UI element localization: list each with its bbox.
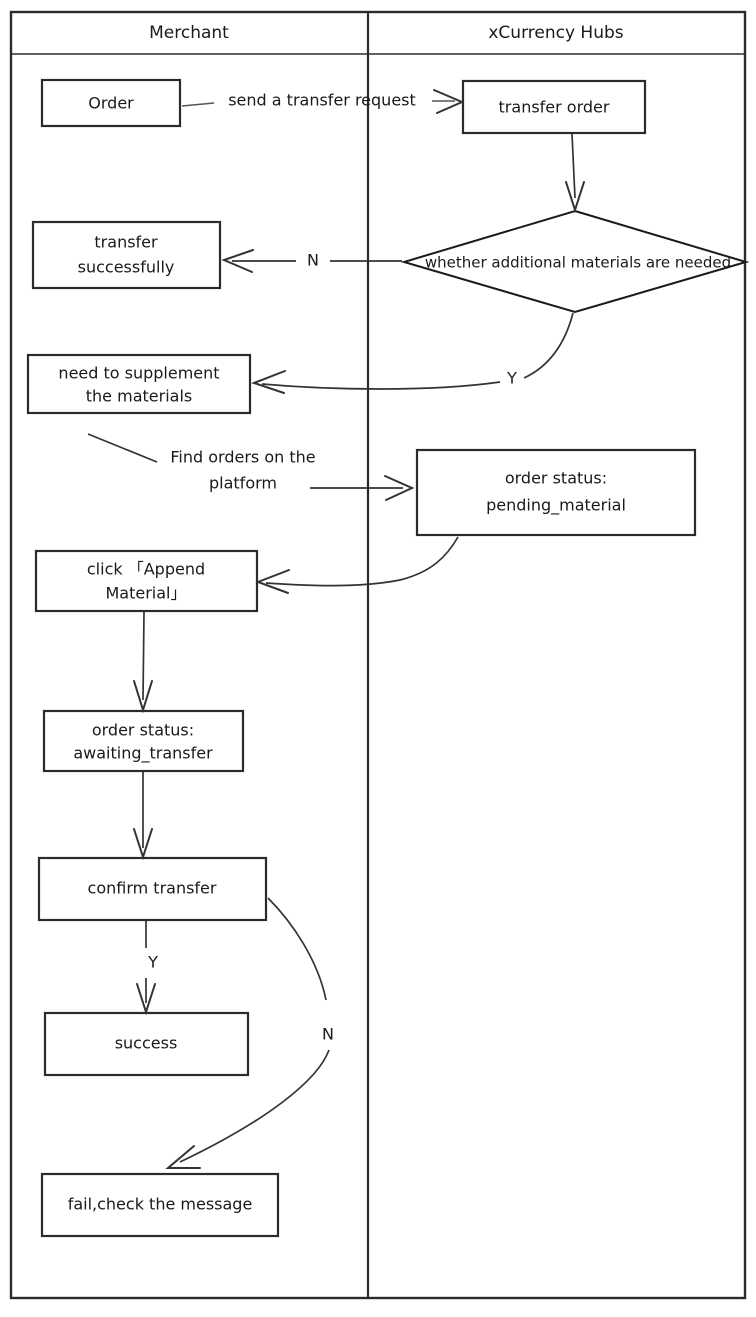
lane-title-xcurrency: xCurrency Hubs [488, 23, 623, 43]
node-transfer-order[interactable] [461, 79, 647, 135]
node-decision-materials[interactable] [400, 209, 750, 314]
edge-decision-to-need-supplement [251, 312, 574, 394]
node-order-label: Order [88, 94, 134, 113]
node-transfer-successfully[interactable] [31, 220, 222, 290]
edge-decision-to-transfer-successfully [221, 249, 402, 273]
node-fail-check-message-label: fail,check the message [68, 1195, 253, 1214]
edge-pending-to-click-append [255, 536, 459, 594]
node-need-supplement[interactable] [26, 353, 252, 415]
node-order[interactable] [40, 78, 182, 128]
edge-confirm-to-fail [165, 897, 330, 1169]
edge-label-n-confirm: N [322, 1025, 334, 1044]
diagram-frame [9, 10, 747, 1300]
node-order-status-awaiting-label-1: order status: [92, 721, 194, 740]
lane-title-merchant: Merchant [149, 23, 229, 43]
node-success[interactable] [43, 1011, 250, 1077]
edge-label-find-orders-2: platform [209, 474, 277, 493]
edge-label-send-transfer-request: send a transfer request [228, 91, 416, 110]
node-click-append-material[interactable] [34, 549, 259, 613]
edge-label-n-decision: N [307, 251, 319, 270]
node-transfer-successfully-label-1: transfer [94, 233, 158, 252]
node-order-status-awaiting-label-2: awaiting_transfer [73, 744, 213, 764]
node-decision-materials-label: whether additional materials are needed [425, 254, 731, 272]
edge-label-y-decision: Y [506, 369, 517, 388]
node-need-supplement-label-1: need to supplement [58, 364, 219, 383]
node-transfer-successfully-label-2: successfully [78, 258, 175, 277]
node-click-append-material-label-2: Material」 [105, 584, 186, 603]
edge-confirm-to-success [136, 921, 156, 1016]
node-order-status-pending-label-2: pending_material [486, 496, 626, 516]
edge-transfer-order-to-decision [565, 133, 585, 214]
edge-label-y-confirm: Y [147, 953, 158, 972]
node-confirm-transfer-label: confirm transfer [88, 879, 217, 898]
edge-need-supplement-to-pending [87, 433, 415, 501]
node-need-supplement-label-2: the materials [86, 387, 192, 406]
edge-order-to-transfer-order [181, 89, 465, 114]
edge-awaiting-to-confirm [133, 772, 153, 861]
node-success-label: success [115, 1034, 178, 1053]
edge-label-find-orders-1: Find orders on the [170, 448, 315, 467]
node-order-status-awaiting[interactable] [42, 709, 245, 773]
node-transfer-order-label: transfer order [499, 98, 610, 117]
node-click-append-material-label-1: click 「Append [87, 560, 205, 579]
node-order-status-pending[interactable] [415, 448, 697, 537]
node-order-status-pending-label-1: order status: [505, 469, 607, 488]
edge-click-append-to-awaiting [133, 611, 153, 714]
node-confirm-transfer[interactable] [37, 856, 268, 922]
node-fail-check-message[interactable] [40, 1172, 280, 1238]
